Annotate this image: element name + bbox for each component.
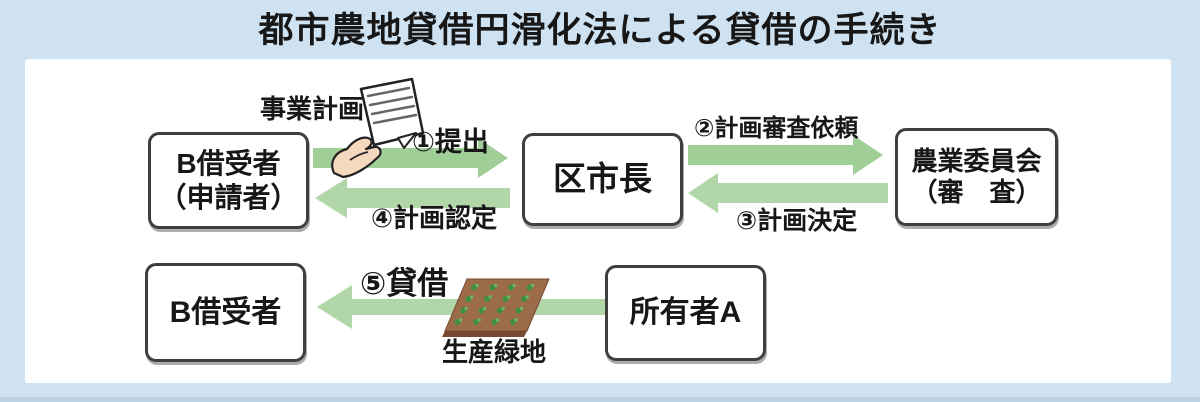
node-city-mayor: 区市長 — [522, 133, 683, 226]
node-agricultural-committee-line1: 農業委員会 — [911, 146, 1042, 177]
node-agricultural-committee-line2: （審 査） — [911, 177, 1042, 207]
document-icon — [359, 77, 425, 149]
node-agricultural-committee: 農業委員会 （審 査） — [895, 128, 1058, 226]
farmland-soil — [444, 278, 550, 332]
label-step2-plan-review-request: ②計画審査依頼 — [694, 115, 859, 142]
label-step3-plan-decision: ③計画決定 — [736, 207, 858, 235]
farmland-plot-icon — [442, 278, 550, 337]
arrow-step3-plan-decision — [688, 173, 888, 213]
node-borrower-applicant-line1: B借受者 — [176, 148, 281, 180]
bottom-edge-strip — [0, 397, 1200, 402]
label-step1-submit: ①提出 — [412, 127, 489, 157]
node-city-mayor-label: 区市長 — [553, 160, 652, 198]
node-owner-a-label: 所有者A — [629, 296, 742, 330]
hand-icon — [331, 136, 382, 179]
label-step4-plan-approval: ④計画認定 — [371, 203, 498, 233]
arrow-step4-plan-approval — [315, 178, 510, 218]
farmland-soil-edge — [442, 331, 527, 337]
label-business-plan: 事業計画 — [260, 94, 365, 124]
node-borrower-applicant: B借受者 （申請者） — [148, 132, 309, 229]
node-borrower-label: B借受者 — [169, 295, 282, 329]
node-borrower-applicant-line2: （申請者） — [158, 181, 299, 213]
node-owner-a: 所有者A — [605, 265, 766, 361]
label-step5-lease: ⑤貸借 — [360, 266, 449, 301]
farmland-plants — [454, 283, 535, 325]
label-productive-green-land: 生産緑地 — [442, 337, 547, 367]
node-borrower: B借受者 — [145, 263, 306, 362]
hand-holding-document-icon — [331, 77, 425, 179]
diagram-title: 都市農地貸借円滑化法による貸借の手続き — [258, 11, 942, 50]
arrow-step2-plan-review-request — [688, 135, 883, 175]
